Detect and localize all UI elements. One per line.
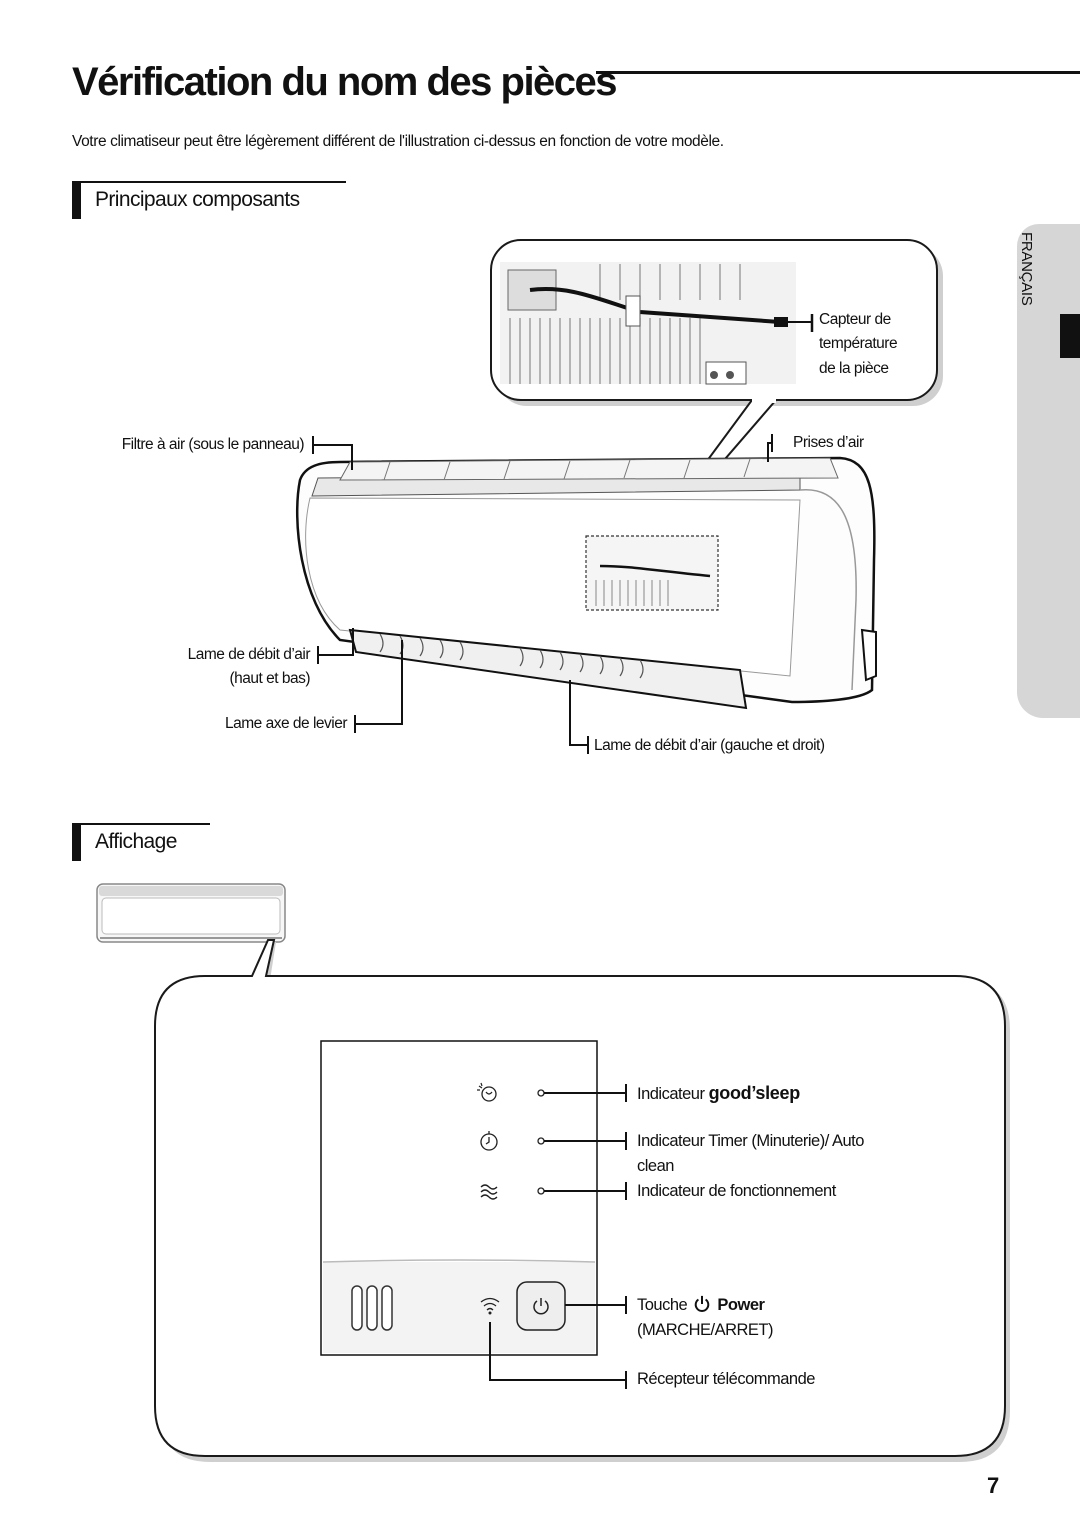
goodsleep-brand: good’sleep <box>708 1083 801 1103</box>
sensor-callout <box>490 239 943 534</box>
label-temp-sensor-2: température <box>819 335 898 352</box>
wifi-icon <box>480 1297 500 1315</box>
intro-text: Votre climatiseur peut être légèrement d… <box>72 133 724 150</box>
section-title-components: Principaux composants <box>95 188 300 211</box>
section-rule-display <box>72 823 210 825</box>
section-bar-display <box>72 823 81 861</box>
label-blade-updown-1: Lame de débit d’air <box>187 646 311 663</box>
page-number: 7 <box>987 1473 1000 1498</box>
label-air-filter: Filtre à air (sous le panneau) <box>121 436 305 453</box>
operation-icon <box>480 1184 498 1200</box>
label-air-inlet: Prises d’air <box>793 434 864 451</box>
label-blade-updown-2: (haut et bas) <box>229 670 310 687</box>
label-blade-leftright: Lame de débit d’air (gauche et droit) <box>594 737 825 754</box>
label-power: Touche Power <box>637 1293 765 1317</box>
section-bar-components <box>72 181 81 219</box>
label-goodsleep-prefix: Indicateur <box>637 1085 705 1103</box>
title-rule <box>596 71 1080 74</box>
page-title: Vérification du nom des pièces <box>72 60 618 104</box>
label-timer-1: Indicateur Timer (Minuterie)/ Auto <box>637 1132 864 1150</box>
ac-unit-body <box>295 456 877 710</box>
component-leaders <box>312 434 773 754</box>
power-inline-icon <box>695 1295 710 1312</box>
language-tab-label: FRANÇAIS <box>1018 232 1035 306</box>
goodsleep-icon <box>477 1082 497 1102</box>
label-remote-receiver: Récepteur télécommande <box>637 1370 815 1388</box>
label-lever-blade: Lame axe de levier <box>225 715 347 732</box>
language-tab <box>1017 224 1080 718</box>
label-power-prefix: Touche <box>637 1296 688 1314</box>
label-power-2: (MARCHE/ARRET) <box>637 1321 774 1339</box>
language-tab-marker <box>1060 314 1080 358</box>
label-temp-sensor-3: de la pièce <box>819 360 889 377</box>
label-timer-2: clean <box>637 1157 674 1175</box>
label-temp-sensor-1: Capteur de <box>819 311 891 328</box>
ac-thumbnail <box>96 883 286 943</box>
timer-icon <box>480 1131 498 1151</box>
display-panel <box>320 1040 598 1356</box>
label-operation: Indicateur de fonctionnement <box>637 1182 836 1200</box>
label-goodsleep: Indicateur good’sleep <box>637 1081 800 1106</box>
section-rule-components <box>72 181 346 183</box>
display-leaders <box>489 1084 627 1389</box>
power-icon[interactable] <box>531 1296 551 1316</box>
section-title-display: Affichage <box>95 830 177 853</box>
label-power-word: Power <box>717 1296 765 1314</box>
